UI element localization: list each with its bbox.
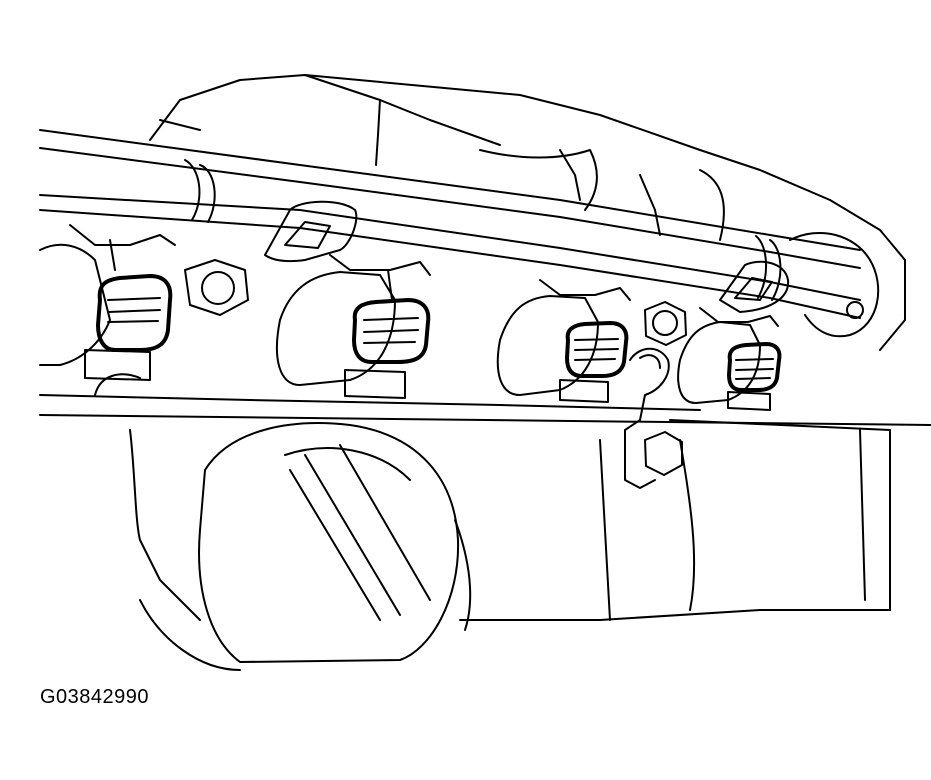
fuel-injector-1: [39, 224, 176, 381]
intake-manifold: [149, 74, 906, 351]
fuel-rail: [39, 129, 880, 338]
fuel-injector-4: [677, 307, 782, 411]
fuel-rail-injector-illustration: [39, 74, 931, 671]
fuel-injector-2: [276, 254, 431, 399]
figure-code: G03842990: [40, 686, 150, 708]
rail-bracket-left: [264, 200, 358, 263]
harness-bracket: [624, 347, 670, 489]
fuel-injector-3: [496, 279, 631, 403]
lower-manifold: [39, 373, 931, 621]
bolt-right: [644, 301, 687, 346]
bolt-lower: [644, 431, 683, 476]
bolt-left: [184, 259, 249, 316]
throttle-body: [129, 422, 891, 671]
rail-bracket-right: [719, 260, 790, 313]
